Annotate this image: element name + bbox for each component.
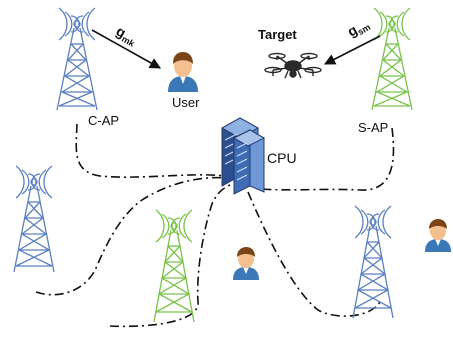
server-rack-icon xyxy=(220,117,266,195)
label-target: Target xyxy=(258,27,297,42)
label-s-ap: S-AP xyxy=(358,120,388,135)
label-cpu: CPU xyxy=(267,150,297,166)
person-avatar-icon xyxy=(425,219,451,252)
channel-arrow-gmk xyxy=(91,29,161,69)
radio-tower-icon xyxy=(352,205,394,319)
link-cap-to-cpu xyxy=(75,123,227,178)
fronthaul-links xyxy=(35,123,395,328)
channel-arrow-gsm xyxy=(324,35,381,65)
radio-tower-icon xyxy=(13,165,55,273)
drone-icon xyxy=(264,52,322,79)
label-c-ap: C-AP xyxy=(88,113,119,128)
link-sap-to-cpu xyxy=(253,127,395,191)
label-user: User xyxy=(172,95,200,110)
channel-label-gsm: gsm xyxy=(345,15,373,41)
link-left-ap-to-cpu xyxy=(35,176,227,296)
link-center-ap-to-cpu xyxy=(109,181,239,328)
radio-tower-icon xyxy=(56,7,98,111)
radio-tower-icon xyxy=(153,209,195,323)
person-avatar-icon xyxy=(168,52,198,92)
radio-tower-icon xyxy=(371,7,413,111)
channel-label-gmk: gmk xyxy=(113,23,141,50)
link-right-ap-to-cpu xyxy=(247,191,381,317)
person-avatar-icon xyxy=(233,247,259,280)
